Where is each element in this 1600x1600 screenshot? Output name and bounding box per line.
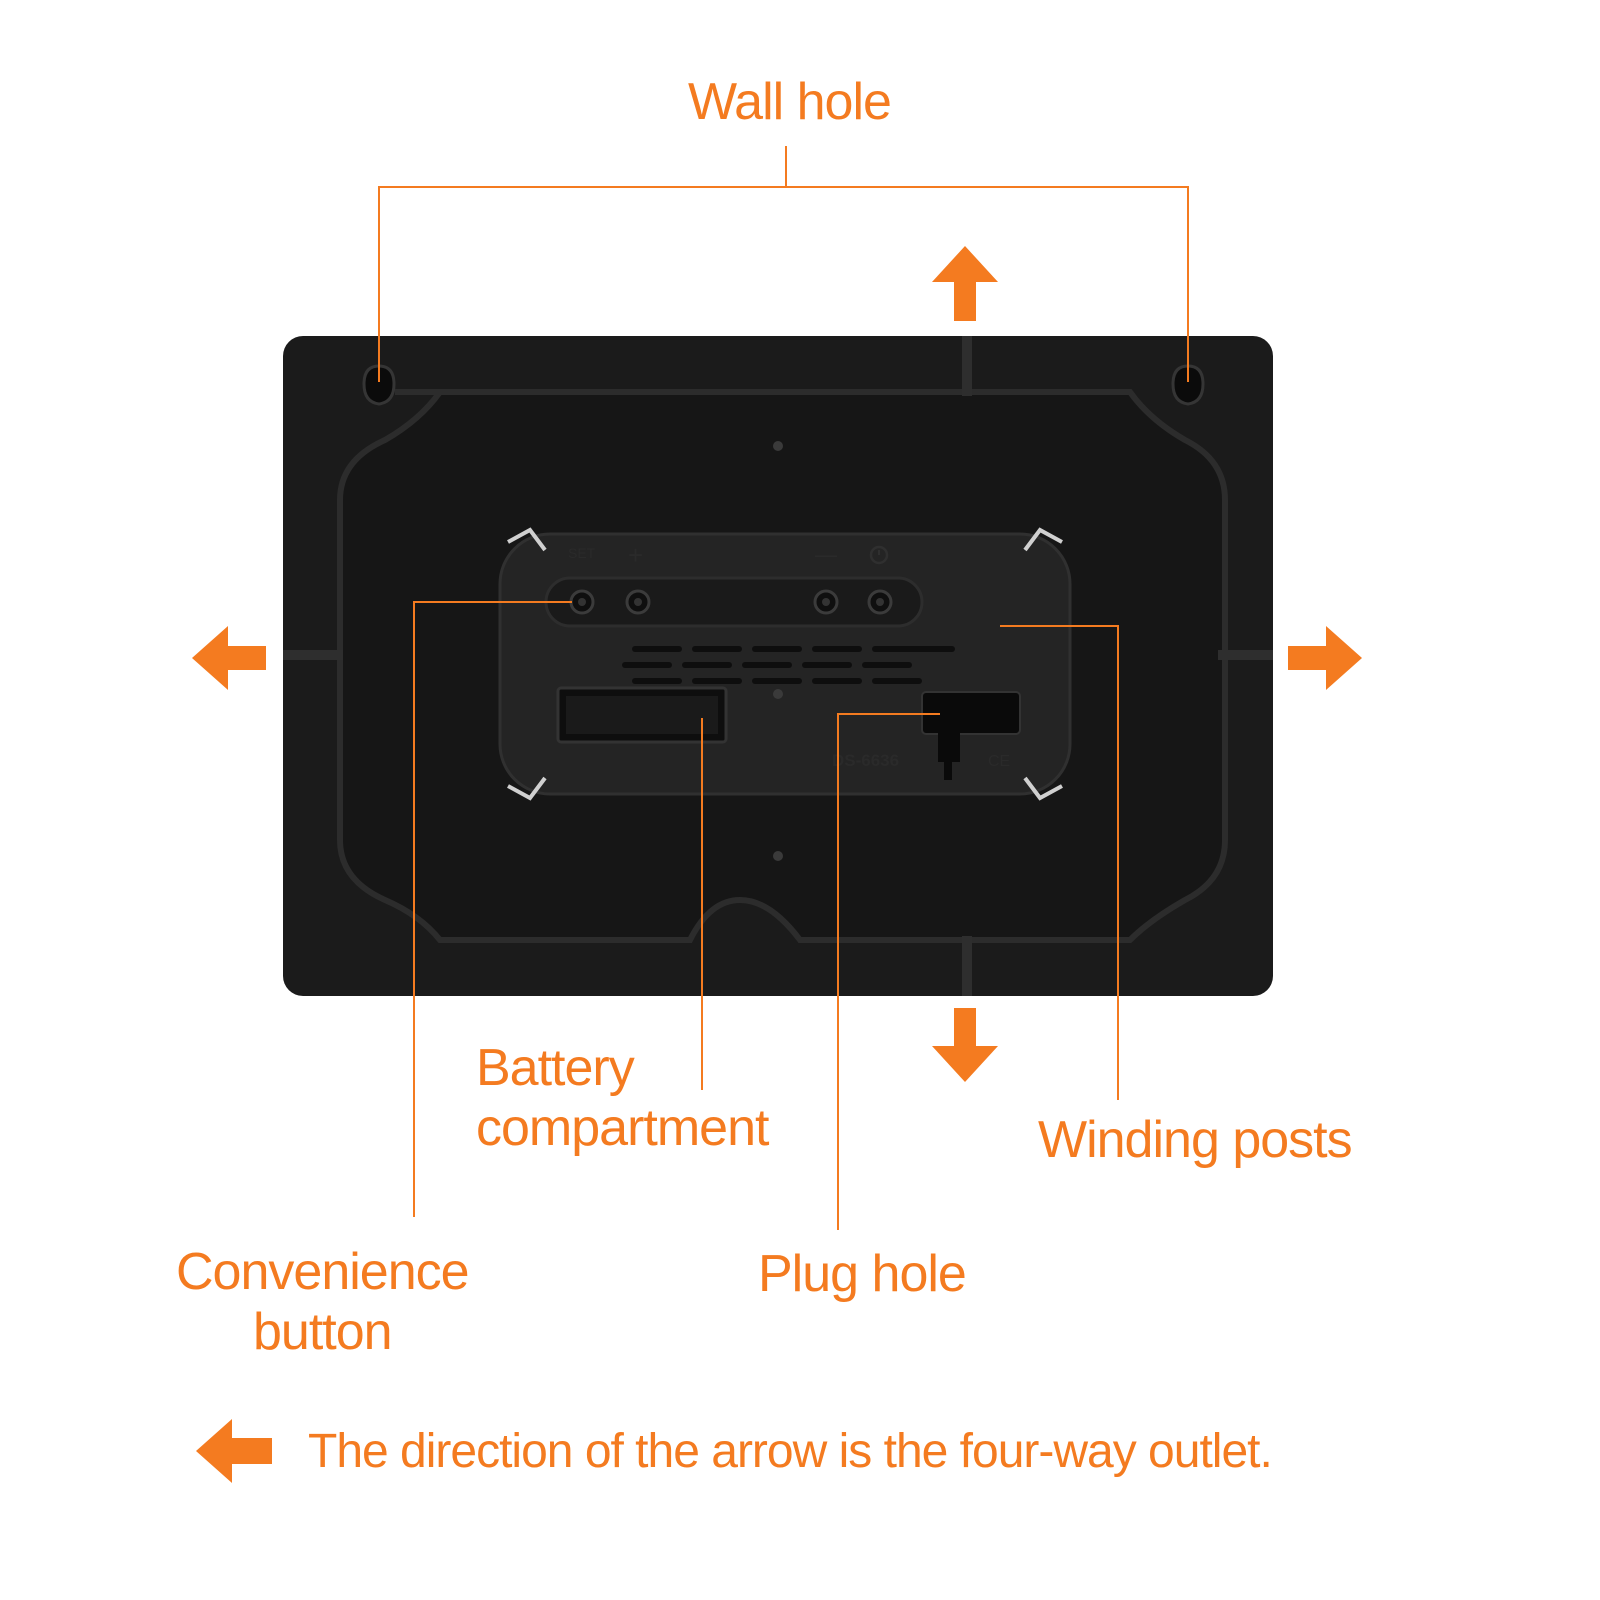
winding-posts-label: Winding posts xyxy=(1038,1111,1353,1169)
leader-lines xyxy=(378,146,1189,1230)
wall-hole-right xyxy=(1171,364,1205,406)
minus-button xyxy=(813,589,839,615)
convenience-label-line1: Convenience xyxy=(176,1243,470,1301)
battery-label-line2: compartment xyxy=(476,1099,769,1157)
battery-label-line1: Battery xyxy=(476,1039,635,1097)
plug-hole-label: Plug hole xyxy=(758,1245,967,1303)
alarm-clock-icon xyxy=(869,545,889,565)
arrow-down-icon xyxy=(932,1008,998,1082)
model-number: DS-6636 xyxy=(832,751,899,770)
set-button-label: SET xyxy=(568,545,596,561)
speaker-vents xyxy=(622,646,955,684)
convenience-label-line2: button xyxy=(252,1303,393,1361)
set-button xyxy=(569,589,595,615)
convenience-button-label: Convenience button xyxy=(176,1242,470,1362)
winding-post xyxy=(921,691,1021,780)
minus-button-label: — xyxy=(815,542,837,567)
wall-hole-label: Wall hole xyxy=(688,73,892,131)
legend-arrow-icon xyxy=(196,1419,272,1483)
outlet-arrows xyxy=(192,246,1362,1483)
battery-compartment-label: Battery compartment xyxy=(476,1038,769,1158)
ce-mark: CE xyxy=(988,753,1010,770)
footer-legend-text: The direction of the arrow is the four-w… xyxy=(308,1425,1273,1478)
arrow-left-icon xyxy=(192,626,266,690)
arrow-right-icon xyxy=(1288,626,1362,690)
plus-button xyxy=(625,589,651,615)
plus-button-label: + xyxy=(628,540,643,570)
alarm-button xyxy=(867,589,893,615)
battery-compartment xyxy=(556,686,728,744)
clock-movement: SET + — xyxy=(498,527,1072,801)
arrow-up-icon xyxy=(932,246,998,321)
wall-hole-left xyxy=(362,364,396,406)
